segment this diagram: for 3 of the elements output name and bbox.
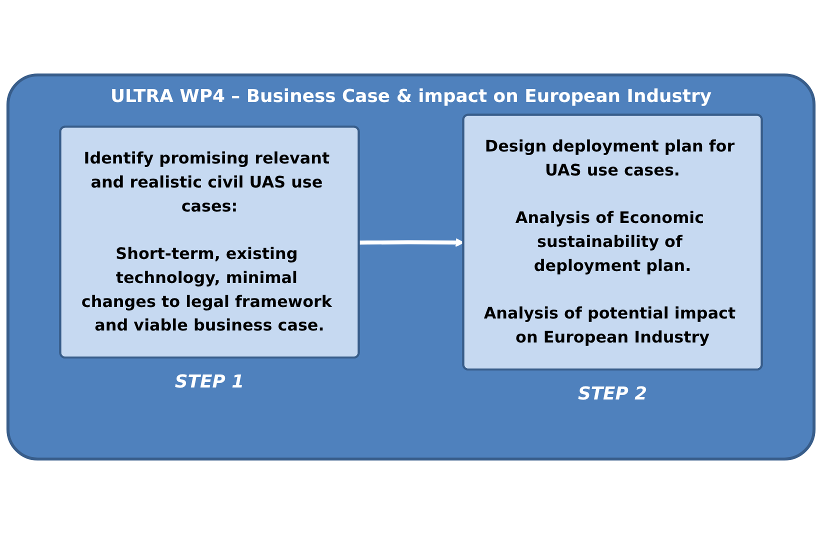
step-label: STEP 1 <box>174 371 244 392</box>
step-label: STEP 2 <box>578 383 648 404</box>
arrow <box>359 238 464 247</box>
